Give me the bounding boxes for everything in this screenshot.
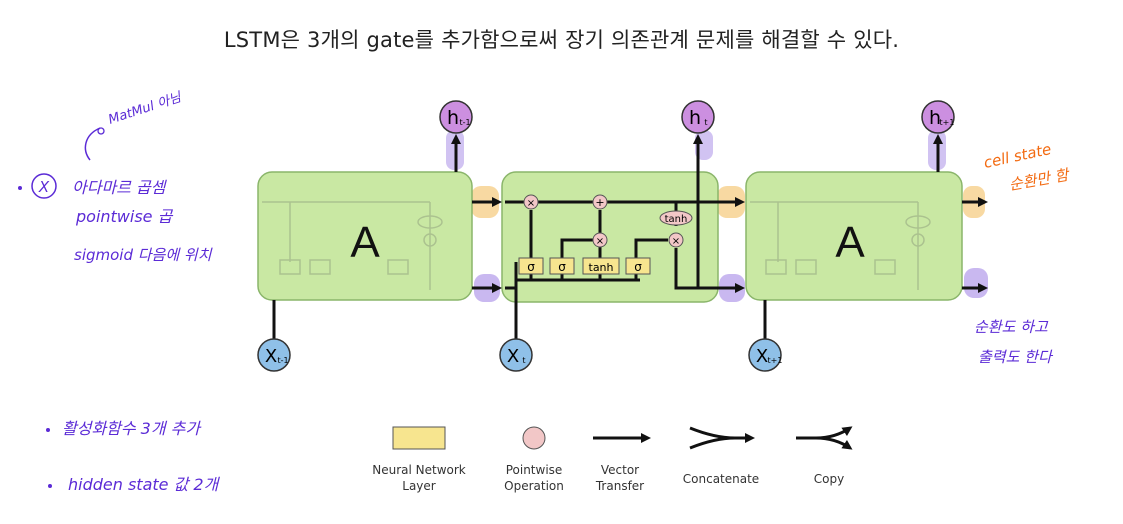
lstm-cell-left: A [257,171,473,301]
concatenate-icon [689,426,755,450]
op-output-multiply: × [672,236,680,247]
x-node-current: X t [499,338,533,372]
cell-label-right: A [835,218,865,267]
lstm-cell-right: A [745,171,963,301]
op-forget-multiply: × [527,198,535,209]
annotation-pointwise: pointwise 곱 [75,207,174,226]
gate-label-output: σ [634,260,642,274]
page-title: LSTM은 3개의 gate를 추가함으로써 장기 의존관계 문제를 해결할 수… [223,28,900,52]
copy-icon [796,426,853,450]
annotations-left: MatMul 아님 X 아다마르 곱셈 pointwise 곱 sigmoid … [18,90,213,264]
x-cur-main: X [507,346,519,367]
x-next-sub: t+1 [768,356,783,365]
gate-label-candidate: tanh [589,261,614,274]
annotation-activation: 활성화함수 3개 추가 [62,419,202,438]
legend: Neural Network Layer Pointwise Operation… [372,426,853,493]
h-cur-main: h [689,107,701,129]
x-cur-sub: t [522,356,525,365]
lstm-cell-center [501,171,719,303]
yellow-rect-icon [392,426,446,450]
op-input-multiply: × [596,236,604,247]
annotation-sigmoid-position: sigmoid 다음에 위치 [74,246,213,264]
cell-label-left: A [350,218,380,267]
x-node-next: X t+1 [748,338,783,372]
annotation-hidden-state: hidden state 값 2개 [68,475,221,494]
gate-label-forget: σ [527,260,535,274]
legend-concat-label: Concatenate [683,472,759,486]
legend-pw-label-1: Pointwise [506,463,563,477]
legend-vt-label-2: Transfer [595,479,644,493]
h-prev-main: h [447,107,459,129]
x-prev-sub: t-1 [277,356,288,365]
op-add: + [595,196,604,209]
annotation-cell-state: cell state [982,140,1053,172]
h-node-current: h t [681,100,715,134]
annotation-hadamard: 아다마르 곱셈 [72,178,168,197]
annotation-circulate-output-2: 출력도 한다 [978,348,1054,366]
pink-circle-icon [522,426,546,450]
flow-lines [272,134,988,340]
x-node-prev: X t-1 [257,338,291,372]
gate-label-input: σ [558,260,566,274]
legend-copy-label: Copy [814,472,844,486]
annotations-right: cell state 순환만 함 순환도 하고 출력도 한다 [974,140,1072,366]
annotations-bottom-left: 활성화함수 3개 추가 hidden state 값 2개 [46,419,221,494]
h-next-sub: t+1 [940,118,955,127]
legend-nn-label-1: Neural Network [372,463,466,477]
h-node-next: h t+1 [921,100,955,134]
h-next-main: h [929,107,941,129]
op-tanh: tanh [665,214,688,225]
legend-vt-label-1: Vector [601,463,639,477]
h-cur-sub: t [704,118,707,127]
h-prev-sub: t-1 [459,118,470,127]
gate-layers: σ σ tanh σ [518,257,651,275]
annotation-circulate-output-1: 순환도 하고 [974,318,1049,336]
x-next-main: X [756,346,768,367]
annotation-x-mark: X [38,178,50,196]
h-node-prev: h t-1 [439,100,473,134]
x-prev-main: X [265,346,277,367]
legend-nn-label-2: Layer [402,479,436,493]
annotation-matmul: MatMul 아님 [107,90,184,128]
legend-pw-label-2: Operation [504,479,564,493]
x-mark-circle [31,173,57,199]
annotation-circulate: 순환만 함 [1008,165,1072,194]
pointwise-ops: × + × tanh × [523,194,693,248]
